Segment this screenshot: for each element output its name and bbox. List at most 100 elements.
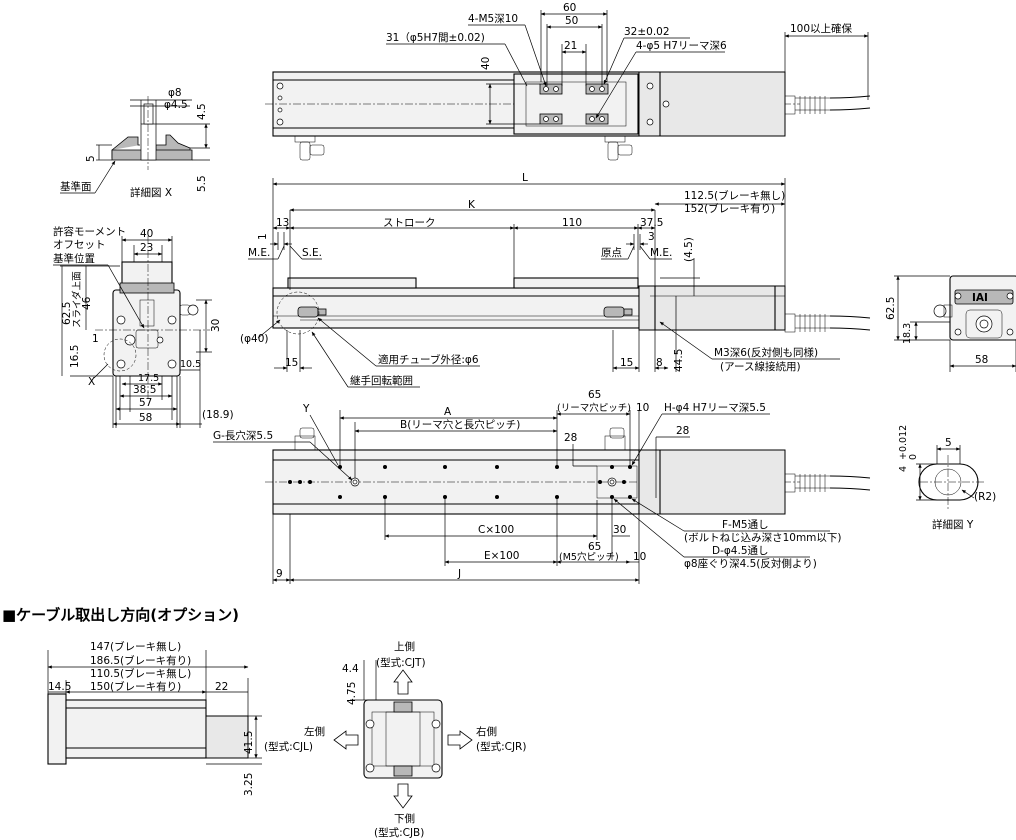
cable-side-view: 147(ブレーキ無し) 186.5(ブレーキ有り) 110.5(ブレーキ無し) … bbox=[47, 640, 262, 796]
side-view-body bbox=[272, 287, 640, 329]
m5-pitch: (M5穴ピッチ) bbox=[559, 551, 619, 563]
phi40: (φ40) bbox=[240, 333, 268, 345]
dim-8: 8 bbox=[656, 357, 663, 369]
dim-B: B(リーマ穴と長穴ピッチ) bbox=[400, 418, 520, 431]
end-dim-17-5: 17.5 bbox=[138, 373, 159, 384]
dim-1: 1 bbox=[257, 233, 269, 240]
end-view: 40 23 許容モーメント オフセット 基準位置 62.5 スライダ上面 46 … bbox=[53, 225, 234, 428]
dim-15-left: 15 bbox=[285, 357, 298, 369]
detail-y-tol-zero: 0 bbox=[908, 454, 919, 460]
cable-left: 左側 bbox=[304, 725, 325, 738]
detail-x-phi8: φ8 bbox=[168, 87, 182, 99]
cable-top: 上側 bbox=[394, 640, 415, 653]
cable-right-type: (型式:CJR) bbox=[476, 740, 526, 753]
detail-y-marker: Y bbox=[302, 403, 310, 415]
dim-C: C×100 bbox=[478, 524, 514, 536]
arrow-up-icon bbox=[393, 669, 413, 695]
cable-3-25: 3.25 bbox=[243, 773, 255, 796]
dim-30: 30 bbox=[613, 524, 626, 536]
dim-65-top: 65 bbox=[588, 389, 601, 401]
se-left: S.E. bbox=[302, 247, 322, 259]
detail-x-5: 5 bbox=[85, 155, 97, 162]
detail-x-title: 詳細図 X bbox=[130, 186, 172, 199]
detail-y-tol-plus: +0.012 bbox=[898, 425, 909, 460]
dim-4-5p: (4.5) bbox=[683, 237, 695, 262]
dim-13: 13 bbox=[276, 217, 289, 229]
side-view: L K 112.5(ブレーキ無し) 152(ブレーキ有り) 13 ストローク 1… bbox=[240, 172, 871, 388]
end-dim-23: 23 bbox=[140, 242, 153, 254]
dim-110: 110 bbox=[562, 217, 582, 229]
pitch32-label: 32±0.02 bbox=[624, 26, 670, 38]
detail-y-4: 4 bbox=[898, 466, 909, 472]
detail-y-title: 詳細図 Y bbox=[932, 518, 974, 531]
cable-end-view: 4.4 4.75 上側 (型式:CJT) 左側 (型式:CJL) 右側 (型式:… bbox=[264, 640, 526, 839]
moment-2: オフセット bbox=[53, 239, 106, 251]
dim-28-b: 28 bbox=[676, 425, 689, 437]
end-dim-30: 30 bbox=[210, 319, 222, 332]
arrow-right-icon bbox=[447, 730, 473, 750]
dim-15-right: 15 bbox=[620, 357, 633, 369]
slot-G: G-長穴深5.5 bbox=[213, 429, 273, 442]
iai-logo: IAI bbox=[972, 292, 988, 304]
cable-4-75: 4.75 bbox=[346, 682, 358, 705]
dim-37-5: 37.5 bbox=[640, 217, 663, 229]
end-dim-1: 1 bbox=[92, 333, 99, 345]
bottom-view: A B(リーマ穴と長穴ピッチ) 65 (リーマ穴ピッチ) 10 28 28 H-… bbox=[213, 389, 871, 584]
detail-x-45: 4.5 bbox=[196, 103, 208, 120]
cable-147: 147(ブレーキ無し) bbox=[90, 640, 181, 653]
cable-110-5: 110.5(ブレーキ無し) bbox=[90, 667, 191, 680]
moment-1: 許容モーメント bbox=[53, 225, 126, 238]
moment-3: 基準位置 bbox=[53, 252, 95, 265]
cable-clearance: 100以上確保 bbox=[790, 22, 853, 35]
origin-label: 原点 bbox=[601, 247, 622, 259]
end-dim-57: 57 bbox=[139, 397, 152, 409]
hole-D-note: φ8座ぐり深4.5(反対側より) bbox=[684, 557, 817, 570]
cable-150: 150(ブレーキ有り) bbox=[90, 680, 181, 693]
right-dim-18-3: 18.3 bbox=[902, 323, 913, 344]
cable-186-5: 186.5(ブレーキ有り) bbox=[90, 654, 191, 667]
dim-stroke: ストローク bbox=[383, 217, 436, 229]
reamer-H: H-φ4 H7リーマ深5.5 bbox=[664, 402, 766, 414]
dim-A: A bbox=[444, 406, 452, 418]
cable-22: 22 bbox=[215, 681, 228, 693]
dim-21: 21 bbox=[564, 40, 577, 52]
dim-L: L bbox=[522, 172, 528, 184]
hole-D: D-φ4.5通し bbox=[712, 545, 769, 557]
arrow-left-icon bbox=[333, 730, 359, 750]
thread-F-note: (ボルトねじ込み深さ10mm以下) bbox=[684, 532, 842, 544]
detail-x-55: 5.5 bbox=[196, 175, 208, 192]
dim-J: J bbox=[457, 568, 461, 580]
end-dim-38-5: 38.5 bbox=[133, 384, 156, 396]
detail-x-marker: X bbox=[88, 376, 95, 388]
cable-top-type: (型式:CJT) bbox=[376, 656, 426, 669]
end-dim-10-5: 10.5 bbox=[180, 359, 201, 370]
reamer-label: 4-φ5 H7リーマ深6 bbox=[636, 40, 727, 52]
dim-E: E×100 bbox=[484, 550, 519, 562]
cable-4-4: 4.4 bbox=[342, 663, 359, 675]
end-slider-top: スライダ上面 bbox=[71, 271, 83, 328]
me-left: M.E. bbox=[248, 247, 270, 259]
detail-y: 5 4 +0.012 0 (R2) 詳細図 Y bbox=[898, 425, 996, 531]
m3-ground: (アース線接続用) bbox=[720, 360, 801, 373]
detail-x-ref: 基準面 bbox=[60, 180, 92, 193]
dim-10-bottom: 10 bbox=[633, 551, 646, 563]
end-dim-46: 46 bbox=[81, 296, 93, 310]
dim-40-top: 40 bbox=[480, 57, 492, 70]
cable-left-type: (型式:CJL) bbox=[264, 740, 313, 753]
right-dim-58: 58 bbox=[975, 354, 988, 366]
dim-65-bottom: 65 bbox=[588, 541, 601, 553]
cable-heading: ■ケーブル取出し方向(オプション) bbox=[2, 606, 239, 624]
m5-label: 4-M5深10 bbox=[468, 13, 518, 25]
top-view-slider bbox=[513, 73, 639, 135]
arrow-down-icon bbox=[393, 783, 413, 809]
tube-label: 適用チューブ外径:φ6 bbox=[378, 353, 479, 366]
me-right: M.E. bbox=[650, 247, 672, 259]
dim-60: 60 bbox=[563, 2, 576, 14]
end-dim-18-9: (18.9) bbox=[202, 409, 234, 421]
cable-41-5: 41.5 bbox=[243, 731, 255, 754]
dim-10-top: 10 bbox=[636, 402, 649, 414]
end-dim-58: 58 bbox=[139, 412, 152, 424]
thread-F: F-M5通し bbox=[722, 519, 769, 531]
pin-pitch-label: 31（φ5H7間±0.02) bbox=[386, 32, 485, 44]
